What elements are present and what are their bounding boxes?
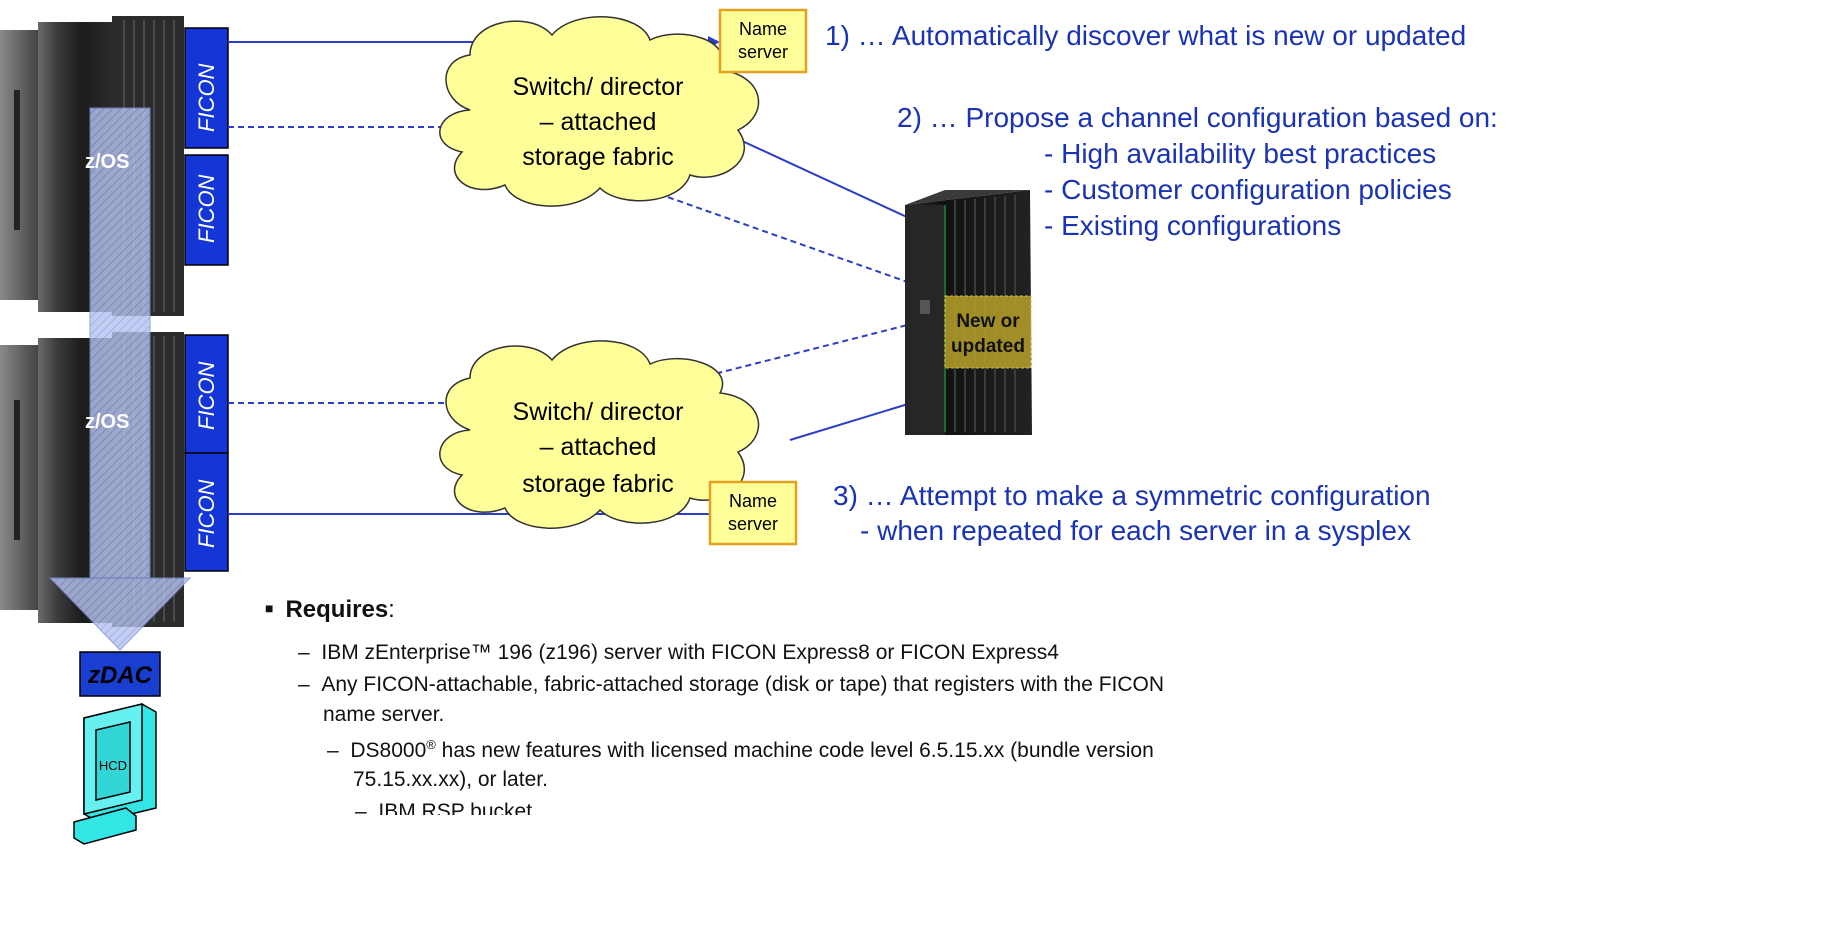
svg-text:zDAC: zDAC — [87, 662, 153, 689]
dash-icon: – — [298, 673, 322, 696]
requires-sub-2: – IBM RSP bucket — [355, 800, 533, 823]
ficon-channel-3: FICON — [184, 334, 229, 454]
discovery-arrow — [48, 107, 192, 651]
name-server-bottom: Name server — [708, 480, 798, 546]
ds8000-name: DS8000 — [350, 739, 427, 762]
registered-mark: ® — [426, 737, 436, 752]
svg-text:Name: Name — [729, 491, 777, 511]
svg-text:FICON: FICON — [194, 63, 219, 132]
new-or-updated-badge: New or updated — [944, 295, 1032, 369]
ficon-channel-1: FICON — [184, 27, 229, 149]
ficon-channel-4: FICON — [184, 452, 229, 572]
hcd-monitor-icon: HCD — [73, 703, 157, 845]
bullet-icon: ■ — [265, 600, 274, 616]
fabric-cloud-bottom: Switch/ director – attached storage fabr… — [439, 340, 760, 529]
requires-item-2-cont: name server. — [323, 703, 445, 726]
requires-item-1: – IBM zEnterprise™ 196 (z196) server wit… — [298, 641, 1059, 665]
callout-step3: 3) … Attempt to make a symmetric configu… — [833, 480, 1431, 511]
svg-text:Name: Name — [739, 19, 787, 39]
requires-sub-1-cont: 75.15.xx.xx), or later. — [353, 768, 548, 791]
zos-label-top: z/OS — [85, 151, 129, 173]
dash-icon: – — [355, 800, 379, 823]
ficon-channel-2: FICON — [184, 154, 229, 266]
svg-text:New or: New or — [956, 311, 1020, 332]
callout-step2-item1: - High availability best practices — [1044, 138, 1437, 169]
requires-title: Requires — [285, 596, 389, 623]
zos-label-bottom: z/OS — [85, 411, 129, 433]
svg-text:server: server — [728, 514, 778, 534]
requires-sub-1: – DS8000® has new features with licensed… — [327, 737, 1154, 763]
requires-heading: ■ Requires: — [265, 596, 395, 624]
dash-icon: – — [298, 641, 322, 664]
callout-step2-item3: - Existing configurations — [1044, 210, 1342, 241]
requires-item-2-text: Any FICON-attachable, fabric-attached st… — [321, 673, 1165, 696]
zdac-box: zDAC — [79, 651, 161, 697]
requires-sub-1-text: has new features with licensed machine c… — [435, 739, 1154, 762]
callout-step1: 1) … Automatically discover what is new … — [825, 20, 1467, 51]
svg-text:Switch/ director: Switch/ director — [513, 73, 684, 101]
fabric-cloud-top: Switch/ director – attached storage fabr… — [439, 16, 760, 207]
requires-sub-2-text: IBM RSP bucket — [378, 800, 533, 823]
svg-text:HCD: HCD — [99, 758, 127, 773]
requires-item-2: – Any FICON-attachable, fabric-attached … — [298, 673, 1164, 697]
svg-text:updated: updated — [951, 336, 1025, 357]
svg-text:– attached: – attached — [540, 108, 657, 136]
svg-text:storage fabric: storage fabric — [522, 470, 673, 498]
svg-text:storage fabric: storage fabric — [522, 143, 673, 171]
callout-step2-item2: - Customer configuration policies — [1044, 174, 1452, 205]
svg-text:FICON: FICON — [194, 361, 219, 430]
svg-text:server: server — [738, 42, 788, 62]
svg-text:Switch/ director: Switch/ director — [513, 398, 684, 426]
svg-text:FICON: FICON — [194, 174, 219, 243]
name-server-top: Name server — [718, 8, 808, 74]
callout-step3-sub: - when repeated for each server in a sys… — [860, 515, 1411, 546]
callout-step2: 2) … Propose a channel configuration bas… — [897, 102, 1498, 133]
dash-icon: – — [327, 739, 351, 762]
requires-item-1-text: IBM zEnterprise™ 196 (z196) server with … — [321, 641, 1059, 664]
svg-text:FICON: FICON — [194, 479, 219, 548]
svg-text:– attached: – attached — [540, 433, 657, 461]
requires-colon: : — [388, 596, 395, 623]
